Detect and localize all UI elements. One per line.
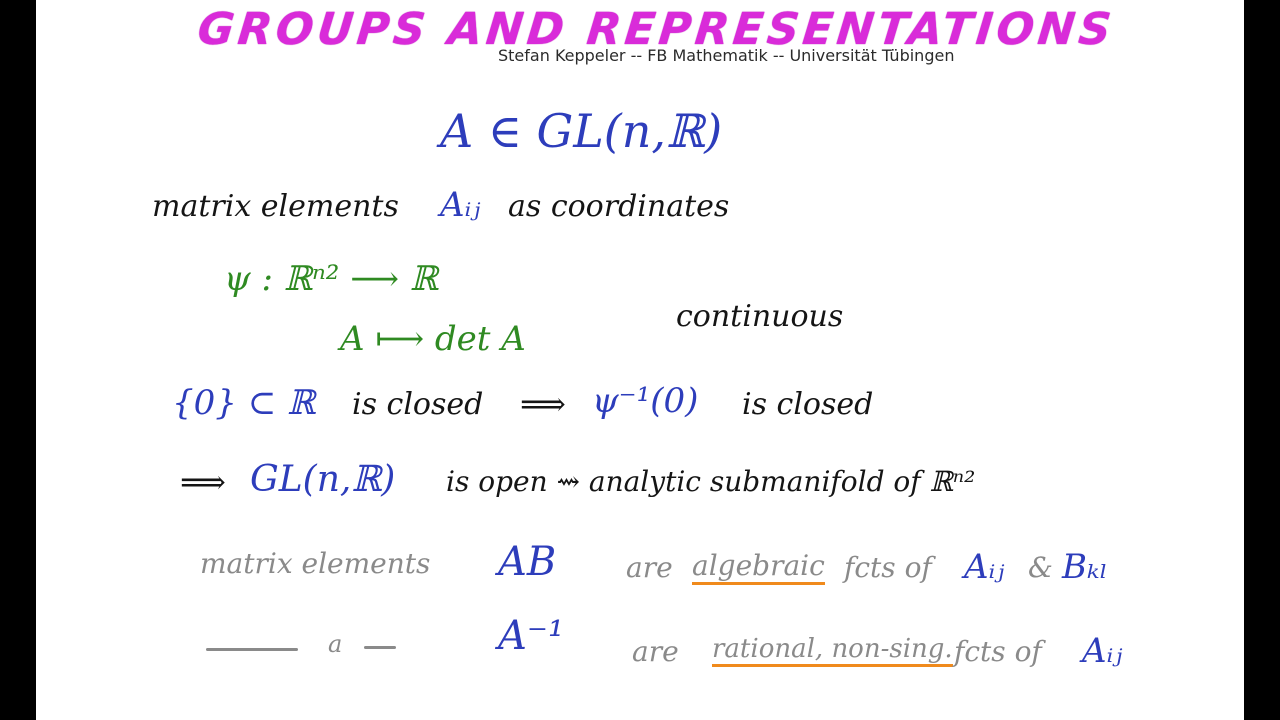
rational-nonsing-underlined: rational, non-sing.	[712, 636, 953, 667]
group-element-line: A ∈ GL(n,ℝ)	[440, 104, 723, 158]
is-closed-label-1: is closed	[352, 387, 484, 422]
matrix-entry-symbol: Aᵢⱼ	[440, 185, 481, 225]
slide-canvas: GROUPS AND REPRESENTATIONS Stefan Keppel…	[36, 0, 1244, 720]
fcts-of-label-1: fcts of	[844, 551, 932, 584]
entry-Aij-2: Aᵢⱼ	[1082, 631, 1123, 671]
implies-arrow-2: ⟹	[180, 463, 226, 501]
matrix-elements-label-2: matrix elements	[200, 547, 431, 580]
entry-Aij-1: Aᵢⱼ	[964, 547, 1005, 587]
fcts-of-label-2: fcts of	[954, 635, 1042, 668]
as-coordinates-label: as coordinates	[508, 189, 730, 224]
implies-arrow-1: ⟹	[520, 385, 566, 423]
inverse-A: A⁻¹	[498, 613, 565, 659]
determinant-map-rule: A ⟼ det A	[340, 319, 526, 359]
slide-subtitle: Stefan Keppeler -- FB Mathematik -- Univ…	[498, 46, 955, 65]
open-submanifold-statement: is open ⇝ analytic submanifold of ℝⁿ²	[446, 465, 976, 498]
is-closed-label-2: is closed	[742, 387, 874, 422]
are-label-1: are	[626, 551, 673, 584]
general-linear-group: GL(n,ℝ)	[250, 459, 396, 500]
algebraic-underlined: algebraic	[692, 552, 825, 585]
matrix-elements-label: matrix elements	[152, 189, 399, 224]
determinant-map: ψ : ℝⁿ² ⟶ ℝ	[224, 259, 439, 299]
ditto-dash-left	[206, 648, 298, 651]
ditto-dash-right	[364, 646, 396, 649]
entry-Bkl: Bₖₗ	[1062, 547, 1108, 587]
ditto-a: a	[328, 630, 343, 658]
product-AB: AB	[498, 539, 557, 585]
ampersand: &	[1028, 551, 1053, 584]
zero-set: {0} ⊂ ℝ	[172, 383, 316, 423]
are-label-2: are	[632, 635, 679, 668]
preimage-of-zero: ψ⁻¹(0)	[592, 381, 699, 421]
continuous-note: continuous	[676, 299, 844, 334]
